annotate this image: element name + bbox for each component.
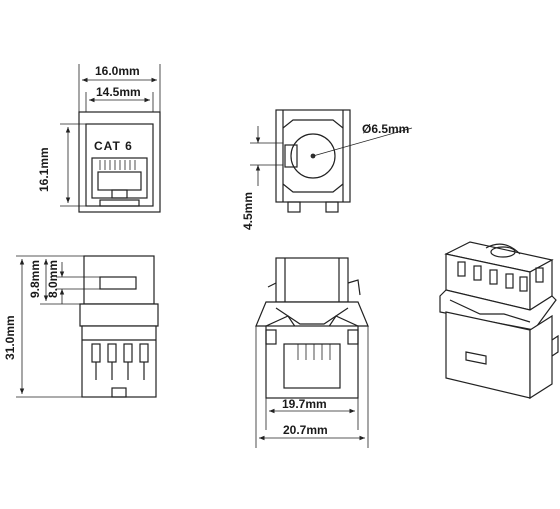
side-view: 31.0mm 9.8mm 8.0mm — [3, 255, 159, 398]
side-total-height-label: 31.0mm — [3, 315, 17, 360]
front-view: 16.0mm 14.5mm CAT 6 16.1mm — [37, 64, 161, 213]
port-latch-slot — [111, 189, 128, 199]
iso-terminals — [457, 261, 544, 292]
top-upper-bevel — [282, 119, 344, 129]
top-side-notch — [284, 144, 298, 168]
back-clip-right — [347, 329, 359, 345]
hole-diameter-label: Ø6.5mm — [362, 122, 409, 136]
top-foot-right — [325, 201, 339, 213]
side-bottom-tab — [111, 387, 127, 398]
front-outer-width-label: 16.0mm — [95, 64, 140, 78]
port-contacts — [99, 160, 136, 170]
back-collar-groove — [275, 307, 349, 325]
top-foot-left — [287, 201, 301, 213]
back-contacts — [297, 344, 331, 360]
iso-window — [465, 351, 487, 365]
top-lower-bevel — [282, 183, 344, 193]
back-opening — [283, 343, 341, 389]
iso-collar-groove — [449, 299, 531, 323]
front-height-label: 16.1mm — [37, 147, 51, 192]
front-marking: CAT 6 — [94, 139, 133, 153]
iso-top-hole-arc — [485, 243, 521, 255]
top-hole-circle — [290, 133, 336, 179]
back-upper-body — [275, 257, 349, 303]
iso-right-lower-face — [529, 314, 553, 400]
iso-side-clip — [551, 334, 559, 357]
side-idc-terminals — [91, 343, 149, 380]
side-upper-body — [83, 255, 155, 305]
back-side-latches — [267, 279, 361, 296]
side-collar — [79, 303, 159, 327]
side-offset-label: 9.8mm — [28, 260, 42, 298]
lip-height-label: 4.5mm — [241, 192, 255, 230]
back-outer-width-label: 20.7mm — [283, 423, 328, 437]
front-body — [78, 111, 161, 213]
hole-diameter-leader — [312, 127, 413, 157]
back-view: 19.7mm 20.7mm — [255, 257, 369, 448]
isometric-view — [439, 241, 559, 400]
side-window-label: 8.0mm — [46, 260, 60, 298]
back-inner-width-label: 19.7mm — [282, 397, 327, 411]
back-clip-left — [265, 329, 277, 345]
front-bottom-clip — [99, 199, 140, 207]
top-view: Ø6.5mm 4.5mm — [241, 109, 413, 230]
back-lower-body — [265, 325, 359, 399]
iso-top-hole — [490, 246, 516, 258]
side-window — [99, 276, 137, 290]
front-inner-width-label: 14.5mm — [96, 85, 141, 99]
